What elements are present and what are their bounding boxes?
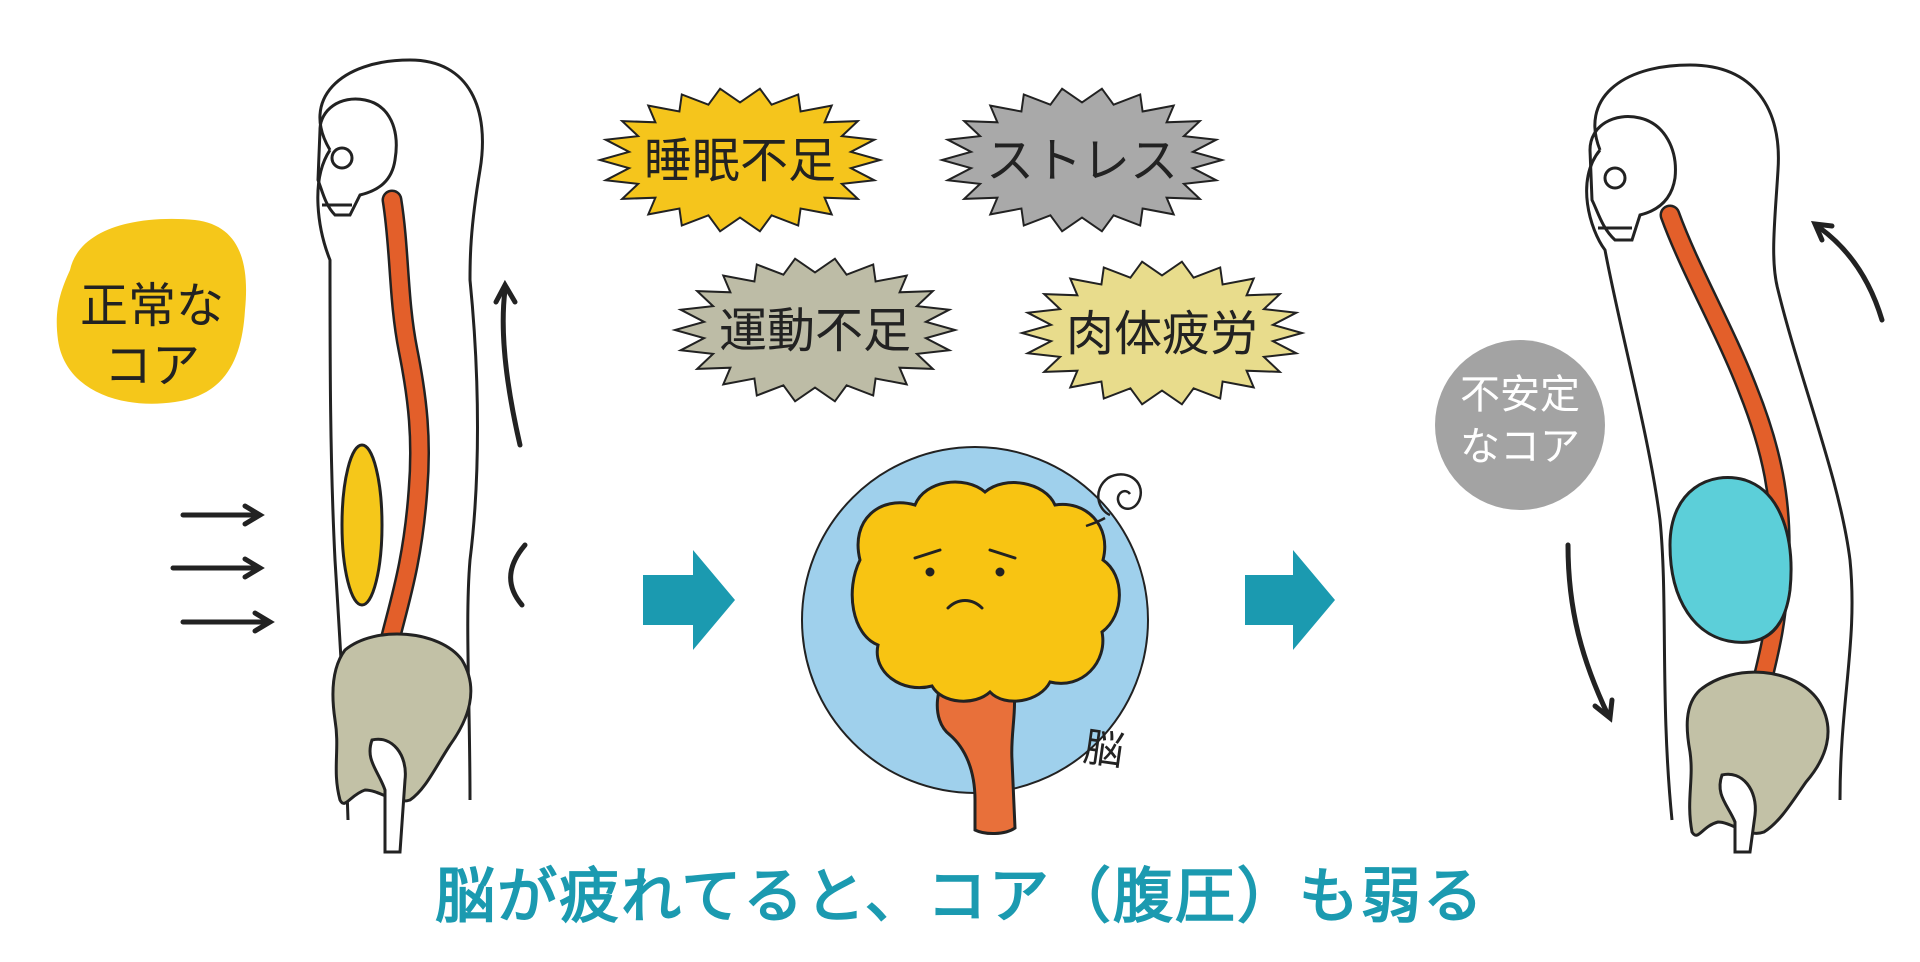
factor-fatigue-label: 肉体疲労 — [1066, 306, 1258, 362]
femur-right — [1718, 772, 1757, 854]
stress-burst-shape — [938, 87, 1226, 233]
brain-label: 脳 — [1081, 724, 1127, 775]
brain-shape — [850, 480, 1121, 703]
sleep-burst-shape — [596, 87, 884, 233]
unstable-core-label-line2: なコア — [1460, 424, 1580, 470]
back-curve-mark — [508, 542, 528, 608]
normal-core-blob — [56, 218, 247, 404]
factor-stress-burst: ストレス — [938, 87, 1226, 233]
body-outline-right — [1585, 63, 1854, 821]
pressure-arrows — [170, 503, 275, 634]
pressure-arrow-icon — [180, 610, 275, 634]
unstable-core-badge: 不安定 なコア — [1435, 340, 1605, 510]
caption: 脳が疲れてると、コア（腹圧）も弱る — [435, 862, 1485, 932]
normal-core-badge: 正常な コア — [56, 218, 247, 404]
unstable-core-label-line1: 不安定 — [1460, 372, 1580, 418]
flow-arrow-icon — [1245, 550, 1335, 650]
factor-bursts: 睡眠不足 ストレス 運動不足 肉体疲労 — [596, 87, 1306, 406]
pelvis-right — [1685, 670, 1830, 837]
factor-sleep-burst: 睡眠不足 — [596, 87, 884, 233]
core-unstable-shape — [1668, 476, 1793, 644]
factor-fatigue-burst: 肉体疲労 — [1018, 260, 1306, 406]
skull-right — [1588, 115, 1677, 242]
core-normal-shape — [340, 443, 384, 607]
spine-left-fill — [382, 192, 428, 648]
figure-unstable — [1565, 63, 1885, 854]
figure-normal — [170, 58, 528, 854]
brain-face — [913, 548, 1017, 610]
pressure-arrow-icon — [180, 503, 265, 527]
normal-core-label-line2: コア — [104, 338, 200, 394]
exercise-burst-shape — [671, 257, 959, 403]
factor-sleep-label: 睡眠不足 — [644, 133, 836, 189]
skull-left — [316, 97, 398, 217]
dizzy-swirl-icon — [1085, 473, 1142, 528]
normal-core-label-line1: 正常な — [80, 278, 224, 334]
unstable-core-circle — [1435, 340, 1605, 510]
factor-stress-label: ストレス — [986, 133, 1178, 189]
flow-arrow-icon — [643, 550, 735, 650]
brain-illustration: 脳 — [801, 446, 1149, 835]
front-arrow-down — [1565, 542, 1615, 723]
back-arrow-up — [493, 279, 523, 448]
femur-left — [368, 737, 407, 854]
factor-exercise-burst: 運動不足 — [671, 257, 959, 403]
back-arrow-right — [1810, 221, 1885, 323]
fatigue-burst-shape — [1018, 260, 1306, 406]
pressure-arrow-icon — [170, 556, 265, 580]
factor-exercise-label: 運動不足 — [719, 303, 911, 359]
